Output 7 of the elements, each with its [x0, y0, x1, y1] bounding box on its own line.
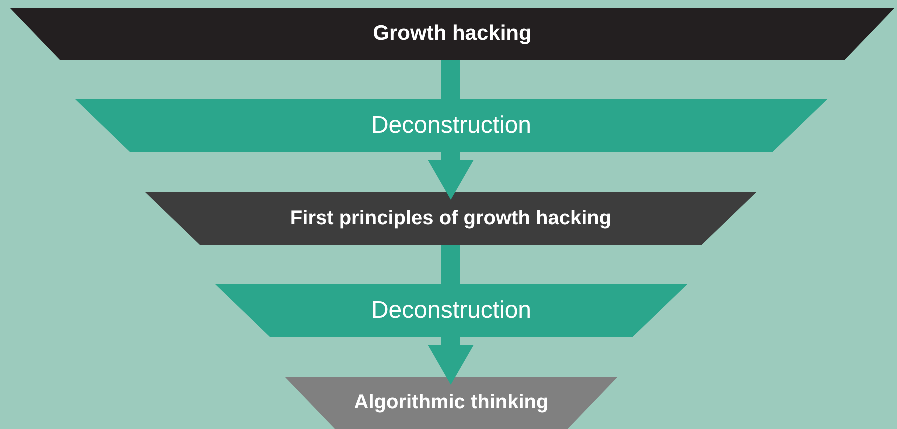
band-label: Deconstruction: [371, 112, 532, 138]
band-label: First principles of growth hacking: [290, 207, 612, 229]
band-label: Algorithmic thinking: [354, 392, 549, 414]
band-label: Deconstruction: [371, 296, 532, 324]
arrow: [428, 152, 474, 200]
arrow: [428, 337, 474, 385]
band-label: Growth hacking: [373, 22, 532, 45]
